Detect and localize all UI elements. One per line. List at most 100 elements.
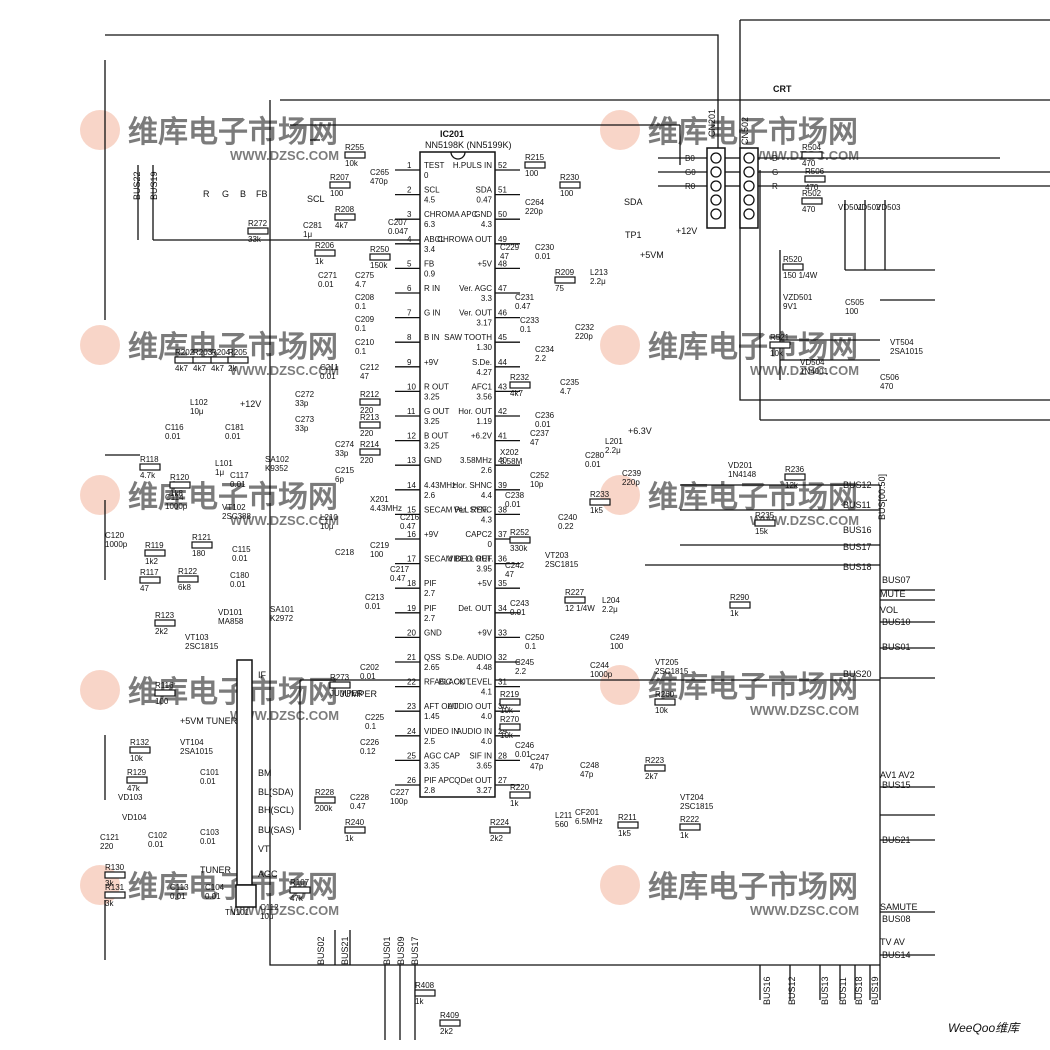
- component-value: 180: [192, 549, 206, 558]
- component-value: 75: [555, 284, 564, 293]
- ic-pin-number: 19: [407, 604, 416, 613]
- ic-pin-number: 9: [407, 358, 412, 367]
- ic-pin-number: 24: [407, 727, 416, 736]
- bus-label: BUS17: [410, 936, 420, 965]
- component-c218: C218: [335, 548, 355, 557]
- component-value: 470: [880, 382, 894, 391]
- component-ref: R122: [178, 567, 198, 576]
- component-ref: R204: [211, 348, 231, 357]
- component-value: 0.01: [585, 460, 601, 469]
- component-value: 2k: [228, 364, 237, 373]
- ic-pin-number: 41: [498, 432, 507, 441]
- bus-label: BUS19: [149, 171, 159, 200]
- component-ref: C229: [500, 243, 520, 252]
- ic-pin-number: 37: [498, 530, 507, 539]
- watermark-logo-icon: [600, 865, 640, 905]
- component-ref: R228: [315, 788, 335, 797]
- rail-5vm: +5VM: [640, 250, 664, 260]
- ic-pin-name: H.PULS IN: [453, 161, 492, 170]
- ic-pin-voltage: 4.1: [481, 688, 493, 697]
- component-value: 2.2: [515, 667, 527, 676]
- bus-label: BUS16: [843, 525, 872, 535]
- component-ref: R408: [415, 981, 435, 990]
- component-value: 150 1/4W: [783, 271, 818, 280]
- ic-pin-voltage: 3.17: [476, 319, 492, 328]
- ic-pin-name: BLACK LEVEL: [439, 678, 493, 687]
- component-ref: C244: [590, 661, 610, 670]
- component-ref: C211: [320, 363, 339, 372]
- component-value: 100p: [390, 797, 408, 806]
- ic-pin-voltage: 4.4: [481, 491, 493, 500]
- component-value: 47: [530, 438, 539, 447]
- component-value: 0.1: [520, 325, 532, 334]
- watermark-url: WWW.DZSC.COM: [230, 903, 339, 918]
- component-ref: C505: [845, 298, 865, 307]
- component-value: 12 1/4W: [565, 604, 595, 613]
- component-ref: X202: [500, 448, 519, 457]
- component-ref: C272: [295, 390, 315, 399]
- component-ref: C265: [370, 168, 390, 177]
- component-value: 100: [525, 169, 539, 178]
- component-ref: C506: [880, 373, 900, 382]
- ic-pin-name: S.De. AUDIO: [445, 653, 492, 662]
- rail-12v: +12V: [240, 399, 261, 409]
- ic-pin-voltage: 3.95: [476, 565, 492, 574]
- component-ref: C219: [370, 541, 390, 550]
- watermark-url: WWW.DZSC.COM: [230, 513, 339, 528]
- ic-pin-voltage: 0: [488, 540, 493, 549]
- ic-pin-name: SDA: [476, 186, 493, 195]
- jumper-label: JUMPER: [340, 689, 378, 699]
- component-value: 4k7: [175, 364, 188, 373]
- component-value: 1k: [415, 997, 424, 1006]
- component-ref: C228: [350, 793, 370, 802]
- ic-pin-name: PIF: [424, 579, 437, 588]
- watermark-url: WWW.DZSC.COM: [230, 708, 339, 723]
- component-ref: R250: [370, 245, 390, 254]
- ic-pin-name: SECAM PLL REF.: [424, 505, 488, 514]
- component-ref: C101: [200, 768, 220, 777]
- samute-label: SAMUTE: [880, 902, 918, 912]
- ic-pin-number: 6: [407, 284, 412, 293]
- ic-pin-voltage: 3.25: [424, 442, 440, 451]
- ic-pin-voltage: 0: [424, 171, 429, 180]
- bus-label: BUS18: [854, 976, 864, 1005]
- component-ref: C213: [365, 593, 385, 602]
- component-value: 47k: [127, 784, 141, 793]
- ic-pin-name: CHROWA OUT: [437, 235, 492, 244]
- component-ref: L201: [605, 437, 623, 446]
- component-ref: C209: [355, 315, 375, 324]
- ic-pin-voltage: 4.3: [481, 220, 493, 229]
- bus-label: BUS07: [882, 575, 911, 585]
- component-value: 2SC1815: [545, 560, 579, 569]
- tuner-pin-bm: BM: [258, 768, 272, 778]
- ic-pin-number: 49: [498, 235, 507, 244]
- ic201-body: [419, 151, 496, 798]
- ic-pin-number: 4: [407, 235, 412, 244]
- component-value: 1k: [315, 257, 324, 266]
- component-ref: C104: [205, 883, 225, 892]
- component-ref: R117: [140, 568, 159, 577]
- ic-pin-name: QSS: [424, 653, 441, 662]
- ic-pin-name: AGC CAP: [424, 751, 460, 760]
- component-value: 10k: [655, 706, 669, 715]
- signal-labels: MUTE VOL AV1 AV2 SAMUTE TV AV SCL SDA R …: [180, 189, 918, 947]
- component-value: 33p: [335, 449, 349, 458]
- component-ref: C245: [515, 658, 535, 667]
